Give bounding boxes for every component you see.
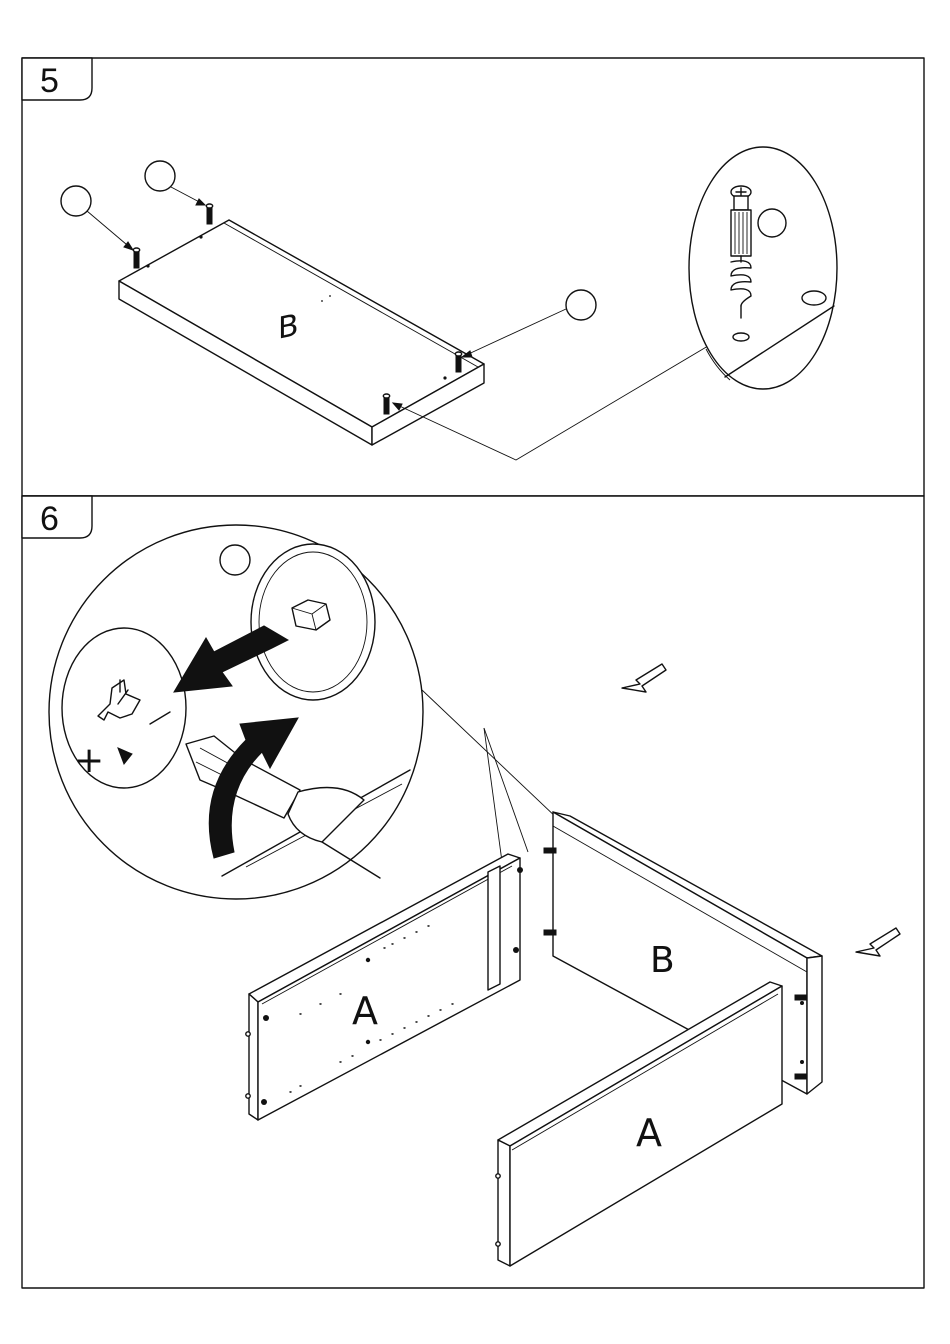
blank-part-callout-icon <box>220 545 250 575</box>
cam-dowel-icon <box>383 394 389 414</box>
step-5-panel: 5 B <box>22 58 924 496</box>
step-6-number: 6 <box>40 500 59 538</box>
panel-b-label: B <box>650 940 675 981</box>
blank-part-callout-icon <box>758 209 786 237</box>
cam-dowel-icon <box>455 352 461 372</box>
cam-dowel-detail <box>689 147 837 389</box>
tighten-plus-sign: + <box>74 740 104 781</box>
step-5-number: 5 <box>40 62 59 100</box>
blank-part-callout-icon <box>566 290 596 320</box>
cam-dowel-icon <box>206 204 212 224</box>
blank-part-callout-icon <box>145 161 175 191</box>
panel-a-label: A <box>636 1111 662 1155</box>
panel-b-label: B <box>278 308 299 347</box>
cam-lock-detail: + <box>49 525 423 899</box>
blank-part-callout-icon <box>61 186 91 216</box>
panel-a-label: A <box>352 989 378 1033</box>
cam-dowel-icon <box>133 248 139 268</box>
step-6-panel: 6 + <box>22 496 924 1288</box>
